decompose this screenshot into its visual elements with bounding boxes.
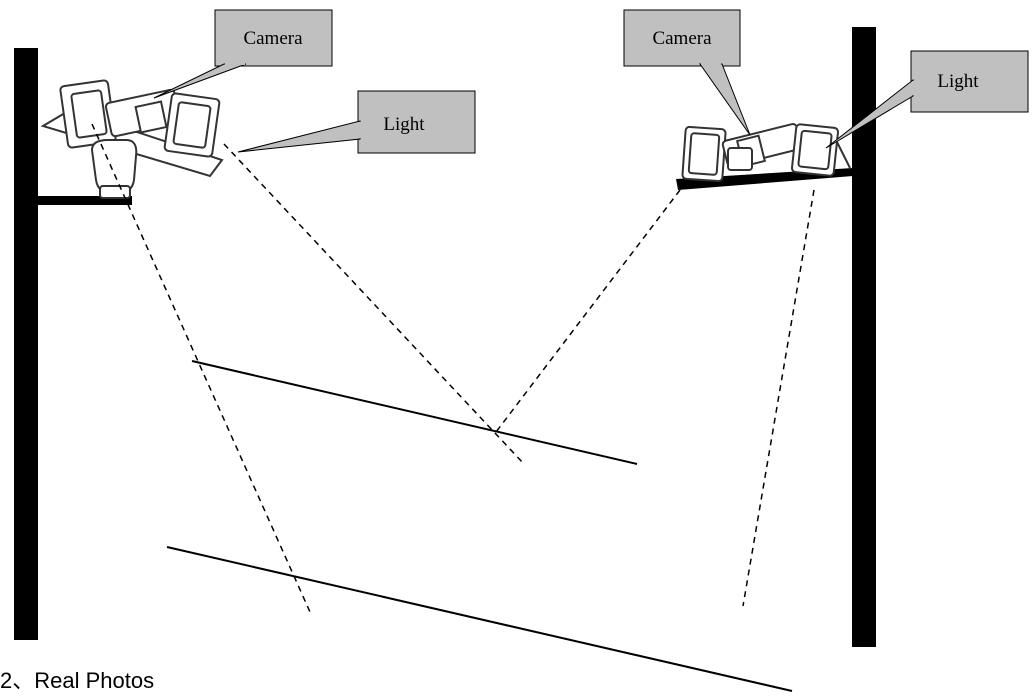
right-camera-far-ray — [495, 189, 681, 433]
right-light-label: Light — [937, 71, 979, 92]
left-device — [40, 79, 224, 199]
left-camera-callout: Camera — [153, 9, 333, 99]
left-camera-label: Camera — [243, 28, 303, 49]
right-camera-near-ray — [742, 189, 815, 607]
right-device — [681, 123, 851, 183]
left-pole — [14, 48, 38, 640]
left-light-callout: Light — [237, 90, 476, 154]
left-bracket — [36, 196, 132, 205]
upper-road-line — [191, 360, 638, 465]
right-camera-callout: Camera — [623, 9, 751, 136]
left-camera-far-ray — [223, 143, 525, 465]
left-light-label: Light — [383, 114, 425, 135]
section-caption: 2、Real Photos — [0, 668, 155, 693]
lower-road-line — [166, 546, 793, 692]
right-light-callout: Light — [825, 50, 1029, 149]
coverage-lines — [91, 123, 815, 613]
left-camera-near-ray — [91, 123, 311, 613]
right-camera-label: Camera — [652, 28, 712, 49]
